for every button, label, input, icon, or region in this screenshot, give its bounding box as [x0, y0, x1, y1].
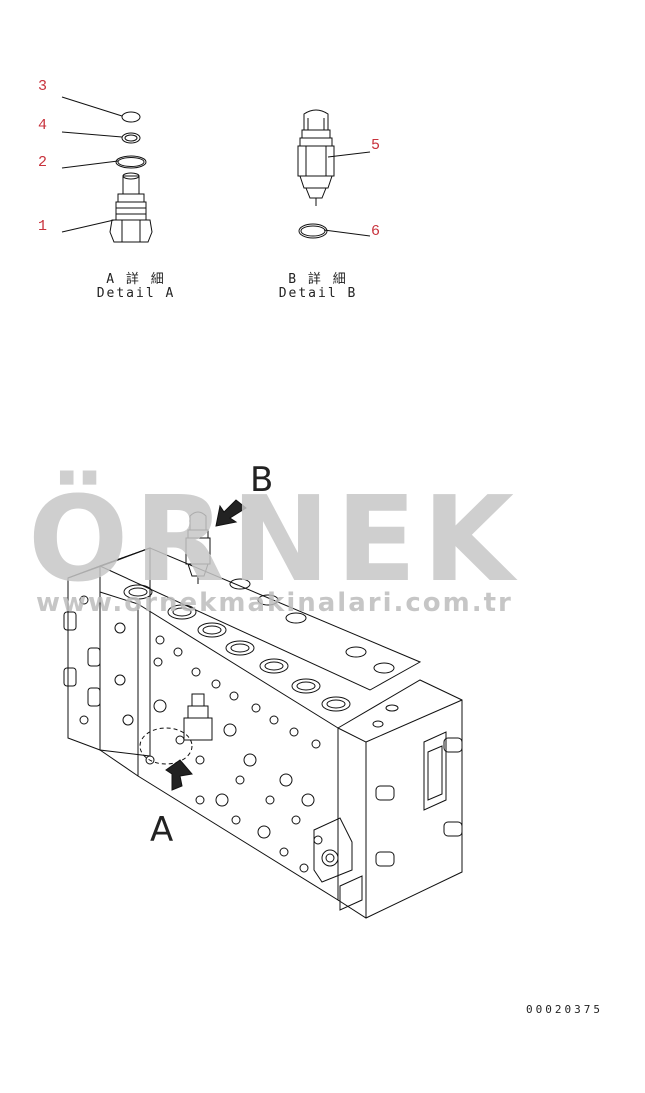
view-label-a: A: [150, 810, 174, 850]
part-4-ring: [121, 132, 141, 144]
watermark-logo: ÖRNEK: [28, 470, 520, 608]
top-ports: [123, 578, 399, 728]
callout-1: 1: [38, 218, 48, 235]
control-valve-block: [63, 511, 463, 919]
watermark-url: www.ornekmakinalari.com.tr: [36, 588, 513, 618]
callout-3: 3: [38, 78, 48, 95]
callout-6: 6: [371, 223, 381, 240]
view-arrows: [165, 499, 247, 791]
mounted-plug-a: [139, 693, 213, 765]
callout-4: 4: [38, 117, 48, 134]
detail-a-caption-jp: A 詳 細: [106, 272, 166, 287]
part-1-plug: [109, 172, 153, 243]
document-number: 00020375: [526, 1003, 603, 1016]
detail-b-caption-en: Detail B: [278, 286, 358, 301]
view-label-b: B: [250, 460, 274, 500]
detail-b-caption-jp: B 詳 細: [288, 272, 348, 287]
part-2-oring: [115, 155, 147, 169]
part-3-cap: [121, 111, 141, 123]
leader-lines: [61, 96, 371, 237]
mounted-cartridge-b: [185, 511, 211, 584]
callout-5: 5: [371, 137, 381, 154]
front-face-holes: [79, 595, 323, 873]
part-5-cartridge: [297, 109, 335, 206]
callout-2: 2: [38, 154, 48, 171]
arrow-a: [165, 759, 193, 791]
detail-a-caption-en: Detail A: [96, 286, 176, 301]
arrow-b: [215, 499, 247, 527]
part-6-oring: [298, 223, 328, 239]
